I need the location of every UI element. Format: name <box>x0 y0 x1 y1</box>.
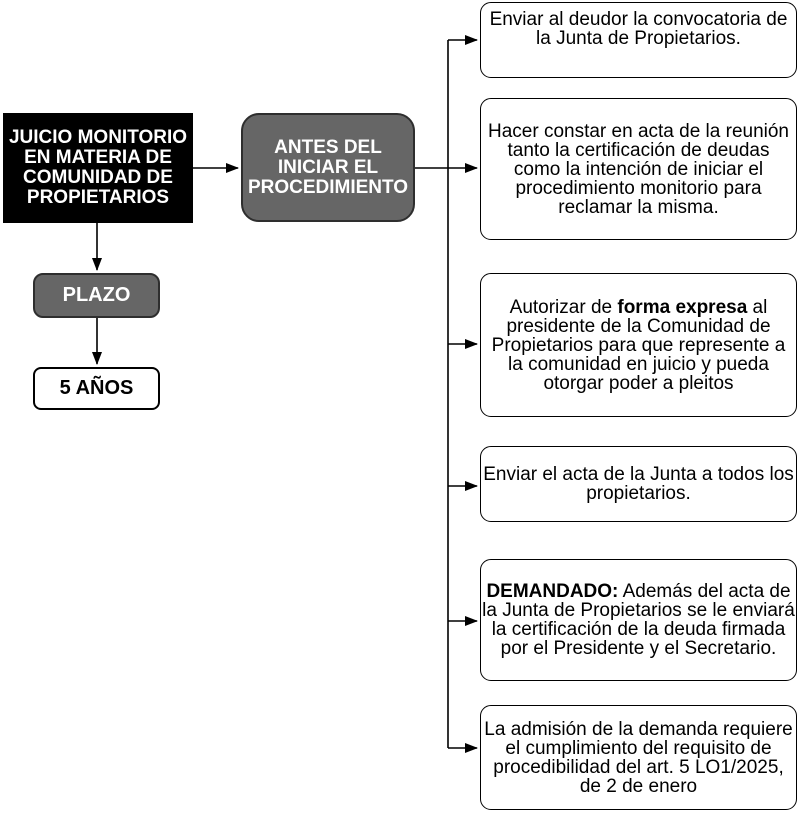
step-text: Enviar el acta de la Junta a todos los p… <box>483 464 794 504</box>
step-demandado-certificacion: DEMANDADO: Además del acta de la Junta d… <box>480 559 797 681</box>
node-antes-del-iniciar: ANTES DEL INICIAR EL PROCEDIMIENTO <box>241 113 415 222</box>
step-autorizar-presidente: Autorizar de forma expresa al presidente… <box>480 273 797 417</box>
step-admision-demanda: La admisión de la demanda requiere el cu… <box>480 705 797 810</box>
node-plazo: PLAZO <box>33 273 160 318</box>
node-label: 5 AÑOS <box>59 377 134 399</box>
step-text: Autorizar de forma expresa al presidente… <box>491 296 786 394</box>
step-text: Hacer constar en acta de la reunión tant… <box>487 120 789 218</box>
step-enviar-acta-propietarios: Enviar el acta de la Junta a todos los p… <box>480 446 797 522</box>
node-juicio-monitorio: JUICIO MONITORIO EN MATERIA DE COMUNIDAD… <box>3 113 193 223</box>
step-acta-reunion: Hacer constar en acta de la reunión tant… <box>480 98 797 240</box>
step-text: DEMANDADO: Además del acta de la Junta d… <box>482 581 795 659</box>
node-plazo-5-anos: 5 AÑOS <box>33 367 160 410</box>
step-enviar-convocatoria: Enviar al deudor la convocatoria de la J… <box>480 2 797 78</box>
node-label: PLAZO <box>62 284 131 306</box>
node-label: ANTES DEL INICIAR EL PROCEDIMIENTO <box>247 136 409 198</box>
node-label: JUICIO MONITORIO EN MATERIA DE COMUNIDAD… <box>8 127 188 208</box>
step-text: La admisión de la demanda requiere el cu… <box>484 718 793 797</box>
step-text: Enviar al deudor la convocatoria de la J… <box>489 9 788 49</box>
